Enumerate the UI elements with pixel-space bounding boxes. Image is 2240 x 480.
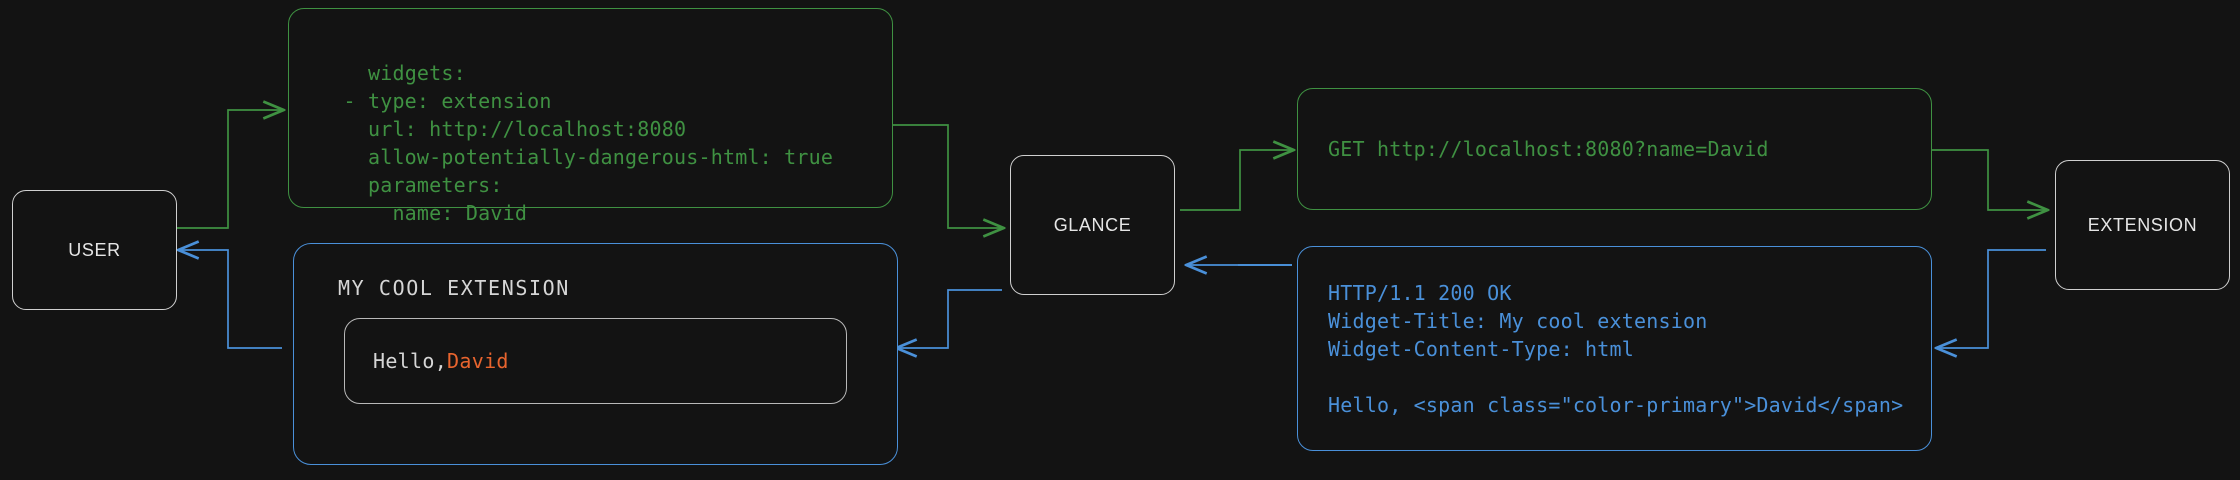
message-http-response[interactable]: HTTP/1.1 200 OK Widget-Title: My cool ex… <box>1297 246 1932 451</box>
node-user[interactable]: USER <box>12 190 177 310</box>
edge-glance-to-request <box>1180 150 1292 211</box>
http-request-text: GET http://localhost:8080?name=David <box>1328 137 1769 161</box>
edge-glance-to-widget <box>898 289 1002 348</box>
message-http-request[interactable]: GET http://localhost:8080?name=David <box>1297 88 1932 210</box>
node-user-label: USER <box>68 239 121 260</box>
edge-extension-to-response <box>1938 249 2046 348</box>
http-response-text: HTTP/1.1 200 OK Widget-Title: My cool ex… <box>1328 280 1904 417</box>
node-extension[interactable]: EXTENSION <box>2055 160 2230 290</box>
edge-request-to-extension <box>1930 149 2046 210</box>
widget-preview-title: MY COOL EXTENSION <box>338 276 570 300</box>
message-config-yaml[interactable]: widgets: - type: extension url: http://l… <box>288 8 893 225</box>
widget-preview-card[interactable]: MY COOL EXTENSION Hello, David <box>293 243 898 465</box>
widget-body-name: David <box>447 349 509 373</box>
node-glance[interactable]: GLANCE <box>1010 155 1175 295</box>
edge-user-to-config <box>177 110 282 229</box>
widget-preview-body: Hello, David <box>344 318 847 404</box>
edge-config-to-glance <box>893 124 1002 228</box>
node-glance-label: GLANCE <box>1053 214 1132 235</box>
config-yaml-text: widgets: - type: extension url: http://l… <box>343 61 834 225</box>
widget-body-greeting: Hello, <box>373 349 448 373</box>
node-extension-label: EXTENSION <box>2087 214 2198 235</box>
edge-widget-to-user <box>180 250 282 349</box>
